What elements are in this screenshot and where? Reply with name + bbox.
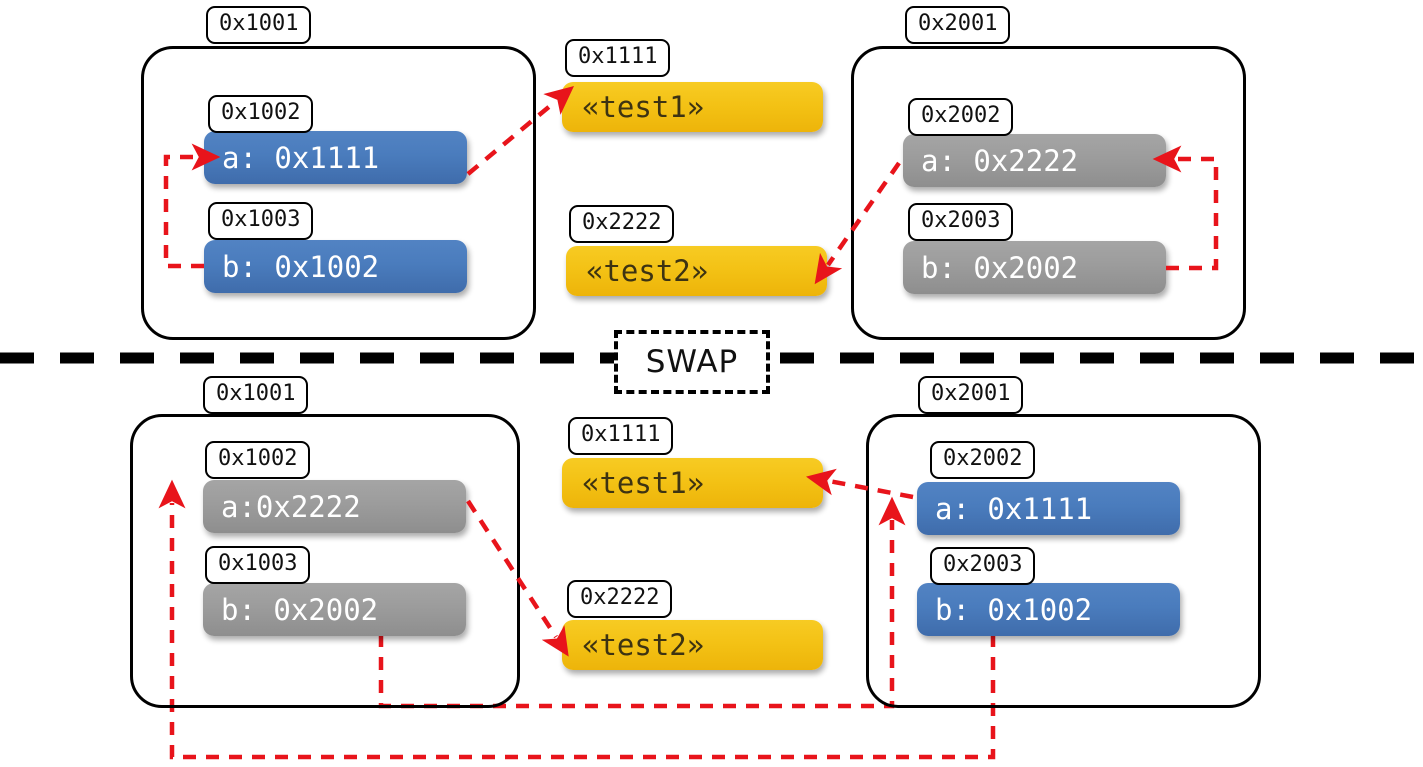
arrow-after-left-b-to-right-a	[378, 496, 906, 709]
before-right-slot1-address: 0x2003	[908, 203, 1014, 241]
after-heap1-value: «test2»	[562, 620, 823, 670]
after-left-frame	[130, 414, 520, 708]
before-left-slot1-address: 0x1003	[208, 202, 314, 240]
before-left-slot0-address: 0x1002	[208, 95, 314, 133]
before-left-slot0-value: a: 0x1111	[204, 131, 467, 184]
before-left-frame	[141, 46, 536, 340]
before-right-slot1-value: b: 0x2002	[903, 241, 1166, 294]
after-heap0-value: «test1»	[562, 458, 823, 508]
before-heap1-address: 0x2222	[569, 205, 675, 243]
before-heap0-value: «test1»	[562, 82, 823, 132]
after-right-slot0-address: 0x2002	[930, 441, 1036, 479]
before-left-frame-address: 0x1001	[206, 6, 312, 44]
after-right-slot1-address: 0x2003	[930, 547, 1036, 585]
before-right-slot0-address: 0x2002	[908, 98, 1014, 136]
before-right-frame-address: 0x2001	[905, 6, 1011, 44]
after-left-slot0-value: a:0x2222	[203, 480, 466, 533]
before-heap1-value: «test2»	[566, 246, 827, 296]
swap-label: SWAP	[614, 330, 770, 394]
arrow-before-left-b-to-a	[163, 143, 221, 269]
after-heap0-address: 0x1111	[568, 417, 674, 455]
before-right-frame	[851, 46, 1246, 340]
arrow-after-right-b-to-left-a	[158, 479, 996, 760]
after-left-frame-address: 0x1001	[203, 376, 309, 414]
arrow-after-right-a-to-test1	[806, 468, 914, 500]
arrow-before-right-b-to-a	[1152, 145, 1219, 271]
before-heap0-address: 0x1111	[565, 39, 671, 77]
after-right-slot0-value: a: 0x1111	[917, 482, 1180, 535]
after-heap1-address: 0x2222	[567, 580, 673, 618]
after-right-frame	[866, 414, 1261, 708]
before-left-slot1-value: b: 0x1002	[204, 240, 467, 293]
after-right-slot1-value: b: 0x1002	[917, 583, 1180, 636]
arrow-after-left-a-to-test2	[466, 499, 569, 657]
before-right-slot0-value: a: 0x2222	[903, 134, 1166, 187]
arrow-before-left-a-to-test1	[466, 86, 575, 176]
after-right-frame-address: 0x2001	[918, 376, 1024, 414]
after-left-slot1-value: b: 0x2002	[203, 583, 466, 636]
arrow-before-right-a-to-test2	[814, 161, 901, 285]
after-left-slot0-address: 0x1002	[205, 441, 311, 479]
after-left-slot1-address: 0x1003	[205, 546, 311, 584]
